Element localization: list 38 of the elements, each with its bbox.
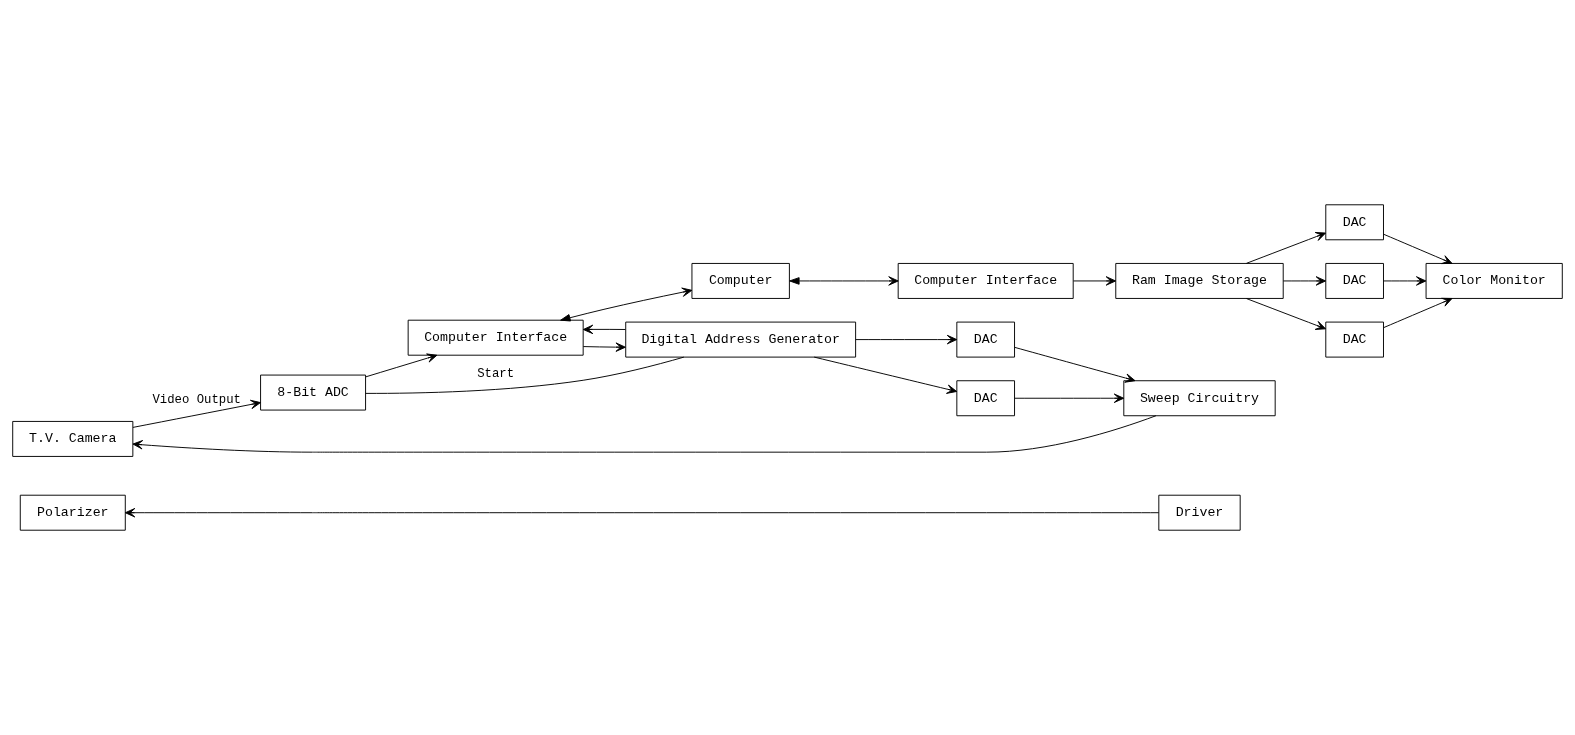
arrow (1072, 276, 1117, 286)
node-box: Polarizer (19, 494, 126, 531)
node-box: DAC (956, 380, 1016, 417)
node-box: Computer Interface (407, 319, 584, 356)
node-box: DAC (1325, 321, 1384, 358)
node-box: T.V. Camera (12, 420, 134, 457)
node-box: Driver (1158, 494, 1241, 531)
edge-label: Video Output (152, 393, 241, 408)
node-box: DAC (1325, 262, 1384, 299)
node-box: DAC (956, 321, 1016, 358)
node-box: Ram Image Storage (1115, 262, 1284, 299)
arrow (582, 324, 626, 335)
connector (365, 356, 685, 394)
arrow (582, 342, 626, 352)
edge-label: Start (477, 366, 515, 381)
node-box: Sweep Circuitry (1123, 380, 1276, 417)
node-box: Color Monitor (1425, 262, 1563, 299)
arrow (1282, 276, 1327, 286)
arrow (132, 415, 1157, 453)
arrow (1383, 276, 1427, 286)
arrow (124, 508, 1160, 518)
arrow (1383, 233, 1453, 265)
arrow (1245, 298, 1327, 330)
node-box: Digital Address Generator (625, 321, 857, 358)
node-box: 8-Bit ADC (260, 374, 367, 411)
node-box: DAC (1325, 204, 1384, 241)
arrow (1014, 346, 1136, 383)
arrow (1014, 393, 1125, 403)
node-box: Computer (691, 262, 790, 299)
arrow (365, 353, 438, 378)
arrow (855, 334, 958, 345)
arrow (560, 287, 693, 322)
arrow (1383, 297, 1453, 329)
node-box: Computer Interface (897, 262, 1074, 299)
arrow (1245, 232, 1327, 264)
arrow (789, 276, 899, 286)
arrow (813, 356, 958, 394)
arrow (132, 399, 261, 428)
